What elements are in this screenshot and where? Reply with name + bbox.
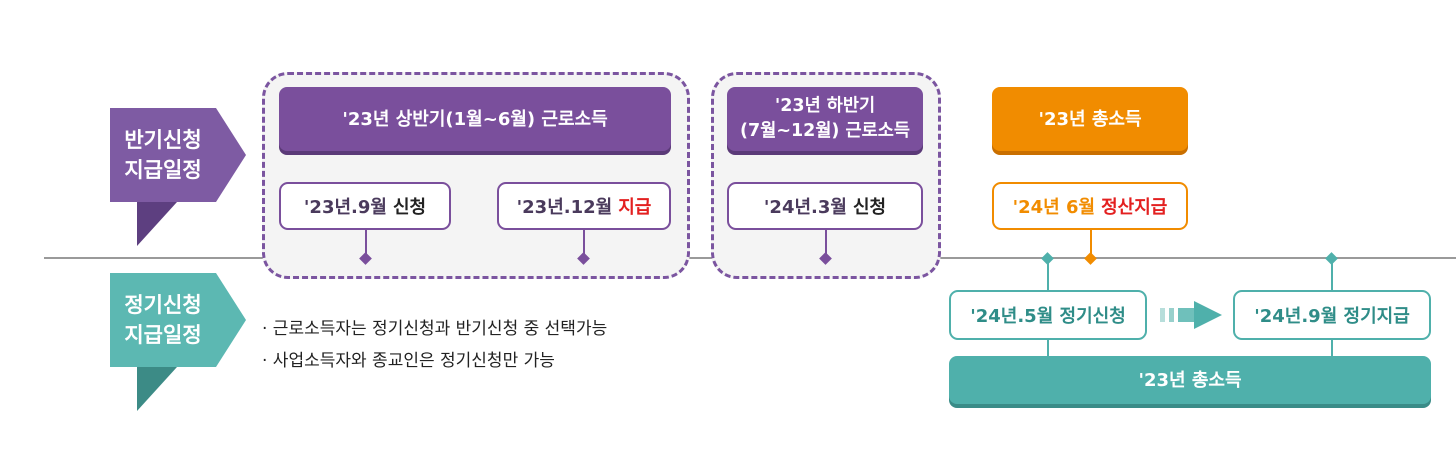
second-half-header: '23년 하반기 (7월~12월) 근로소득 — [727, 87, 923, 151]
regular-pay-text: '24년.9월 정기지급 — [1254, 306, 1410, 327]
apply-action: 신청 — [392, 197, 427, 218]
second-half-apply-box: '24년.3월 신청 — [727, 182, 923, 230]
connector-line — [1331, 340, 1333, 357]
settlement-box: '24년 6월 정산지급 — [992, 182, 1188, 230]
connector-line — [365, 230, 367, 258]
connector-line — [583, 230, 585, 258]
settle-action: 정산지급 — [1101, 197, 1168, 218]
ribbon-label-line2: 지급일정 — [124, 323, 202, 347]
ribbon-label-line2: 지급일정 — [124, 158, 202, 182]
ribbon-label-line1: 정기신청 — [124, 293, 202, 317]
connector-line — [1047, 258, 1049, 290]
first-half-apply-box: '23년.9월 신청 — [279, 182, 451, 230]
second-half-header-line1: '23년 하반기 — [774, 96, 876, 116]
connector-line — [825, 230, 827, 258]
total-income-header: '23년 총소득 — [992, 87, 1188, 151]
pay-action: 지급 — [618, 197, 652, 218]
apply-date: '23년.9월 — [303, 197, 387, 218]
ribbon-fold — [137, 367, 177, 411]
total-income-header-text: '23년 총소득 — [1038, 108, 1142, 130]
note-item: · 사업소득자와 종교인은 정기신청만 가능 — [262, 351, 555, 371]
connector-line — [1331, 258, 1333, 290]
regular-total-income-text: '23년 총소득 — [1138, 369, 1242, 391]
flow-arrow-icon — [1160, 301, 1222, 329]
first-half-header: '23년 상반기(1월~6월) 근로소득 — [279, 87, 671, 151]
note-item: · 근로소득자는 정기신청과 반기신청 중 선택가능 — [262, 319, 608, 339]
ribbon-label-line1: 반기신청 — [124, 128, 202, 152]
regular-apply-box: '24년.5월 정기신청 — [949, 290, 1147, 340]
first-half-header-text: '23년 상반기(1월~6월) 근로소득 — [342, 108, 608, 130]
regular-total-income-bar: '23년 총소득 — [949, 356, 1431, 404]
ribbon-fold — [137, 202, 177, 246]
pay-date: '23년.12월 — [516, 197, 613, 218]
regular-pay-box: '24년.9월 정기지급 — [1233, 290, 1431, 340]
apply-action: 신청 — [852, 197, 887, 218]
first-half-pay-box: '23년.12월 지급 — [497, 182, 671, 230]
regular-apply-text: '24년.5월 정기신청 — [970, 306, 1126, 327]
second-half-header-line2: (7월~12월) 근로소득 — [740, 121, 910, 141]
connector-line — [1047, 340, 1049, 357]
connector-line — [1090, 230, 1092, 258]
timeline-marker — [1084, 252, 1097, 265]
apply-date: '24년.3월 — [763, 197, 847, 218]
notes-list: · 근로소득자는 정기신청과 반기신청 중 선택가능 · 사업소득자와 종교인은… — [262, 313, 607, 377]
settle-date: '24년 6월 — [1012, 197, 1096, 218]
